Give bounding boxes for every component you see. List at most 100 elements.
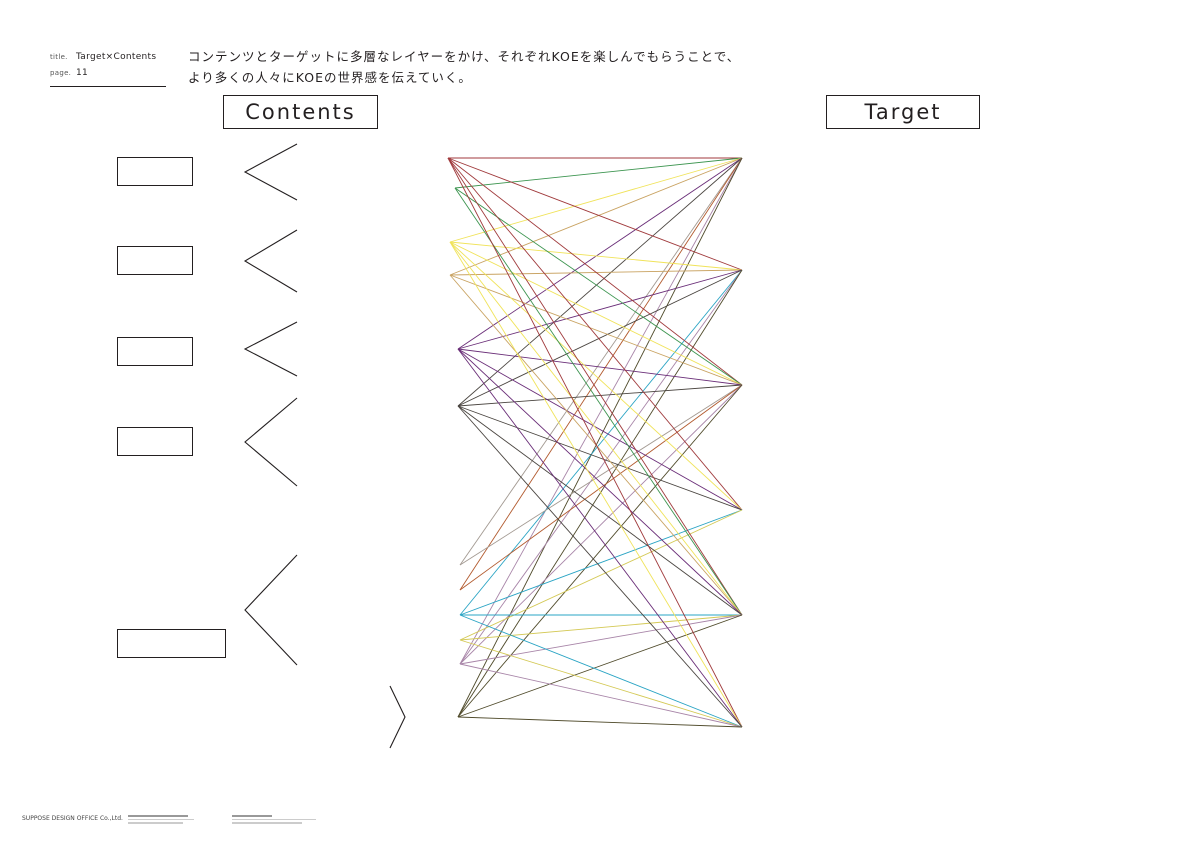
connection-line: [457, 269, 743, 350]
footer-office-block-2: [232, 813, 322, 826]
target-list-6: [758, 723, 802, 787]
target-line-2-5: [758, 318, 796, 331]
connection-line: [449, 157, 743, 243]
target-header: Target: [826, 95, 980, 129]
connection-line: [449, 274, 743, 386]
target-list-4: [758, 499, 790, 563]
contents-header: Contents: [223, 95, 378, 129]
target-line-5-4: [758, 645, 802, 658]
connection-line: [457, 716, 743, 728]
target-block-5: [754, 604, 802, 671]
target-line-3-3: [758, 408, 802, 421]
connection-line: [449, 241, 743, 616]
target-line-1-4: [758, 190, 802, 203]
connection-line: [457, 405, 743, 728]
lead-text: コンテンツとターゲットに多層なレイヤーをかけ、それぞれKOEを楽しんでもらうこと…: [188, 49, 741, 85]
target-line-4-4: [758, 537, 790, 550]
footer-company: SUPPOSE DESIGN OFFICE Co.,Ltd.: [22, 815, 123, 822]
target-line-4-1: [758, 499, 790, 512]
connection-line: [454, 187, 743, 616]
target-line-2-3: [758, 293, 796, 306]
connection-line: [459, 663, 743, 728]
target-line-3-4: [758, 420, 802, 433]
connection-line: [447, 157, 743, 616]
connection-line: [457, 384, 743, 407]
connection-line: [459, 384, 743, 591]
group-bracket: [389, 685, 406, 749]
connection-line: [449, 241, 743, 271]
contents-box-2: [117, 246, 193, 275]
meta-title: title.Target×Contents: [50, 52, 157, 62]
target-line-2-1: [758, 267, 796, 280]
connection-line: [459, 157, 743, 591]
connection-line: [457, 269, 743, 407]
target-block-1: [754, 149, 802, 216]
target-list-3: [758, 382, 802, 446]
target-line-5-3: [758, 633, 802, 646]
target-line-4-3: [758, 525, 790, 538]
meta-page: page.11: [50, 68, 89, 78]
connection-line: [447, 157, 743, 386]
contents-bracket-3: [243, 321, 298, 377]
connection-line: [459, 509, 743, 616]
target-block-6: [754, 720, 802, 787]
target-line-6-2: [758, 736, 802, 749]
target-line-1-5: [758, 203, 802, 216]
contents-box-3: [117, 337, 193, 366]
target-line-6-5: [758, 774, 802, 787]
footer-office-block-1: [128, 813, 198, 826]
connection-line: [457, 269, 743, 718]
target-line-6-1: [758, 723, 802, 736]
connection-line: [457, 157, 743, 407]
connection-line: [457, 157, 743, 350]
target-line-2-2: [758, 280, 796, 293]
connection-line: [457, 384, 743, 718]
target-block-4: [754, 496, 790, 563]
connection-line: [454, 187, 743, 386]
target-block-3: [754, 379, 802, 446]
contents-box-1: [117, 157, 193, 186]
connection-line: [459, 614, 743, 728]
target-line-5-5: [758, 658, 802, 671]
target-line-3-2: [758, 395, 802, 408]
connection-line: [459, 157, 743, 566]
connection-line: [459, 639, 743, 728]
contents-bracket-4: [244, 397, 298, 487]
target-line-4-2: [758, 512, 790, 525]
connection-line: [447, 157, 743, 271]
target-line-5-2: [758, 620, 802, 633]
connection-line: [459, 614, 743, 665]
target-line-6-3: [758, 749, 802, 762]
target-line-1-3: [758, 178, 802, 191]
connection-line: [457, 348, 743, 511]
connection-line: [459, 614, 743, 641]
connection-line: [459, 384, 743, 665]
connection-line: [457, 405, 743, 511]
target-block-2: [754, 264, 796, 331]
target-line-2-4: [758, 305, 796, 318]
target-list-1: [758, 152, 802, 216]
contents-bracket-2: [243, 229, 298, 293]
connection-line: [457, 348, 743, 386]
connection-line: [457, 405, 743, 616]
connection-line: [459, 509, 743, 641]
connection-line: [459, 384, 743, 566]
connection-line: [447, 157, 743, 511]
target-line-5-1: [758, 607, 802, 620]
meta-divider: [50, 86, 166, 87]
contents-bracket-5: [244, 554, 298, 666]
connection-line: [457, 157, 743, 718]
connection-line: [459, 269, 743, 616]
connection-line: [457, 614, 743, 718]
target-line-3-5: [758, 433, 802, 446]
connection-line: [449, 241, 743, 511]
contents-box-4: [117, 427, 193, 456]
connection-line: [457, 348, 743, 616]
contents-box-5: [117, 629, 226, 658]
contents-bracket-1: [243, 143, 298, 201]
target-line-4-5: [758, 550, 790, 563]
target-line-3-1: [758, 382, 802, 395]
connection-line: [449, 241, 743, 386]
connection-line: [457, 348, 743, 728]
